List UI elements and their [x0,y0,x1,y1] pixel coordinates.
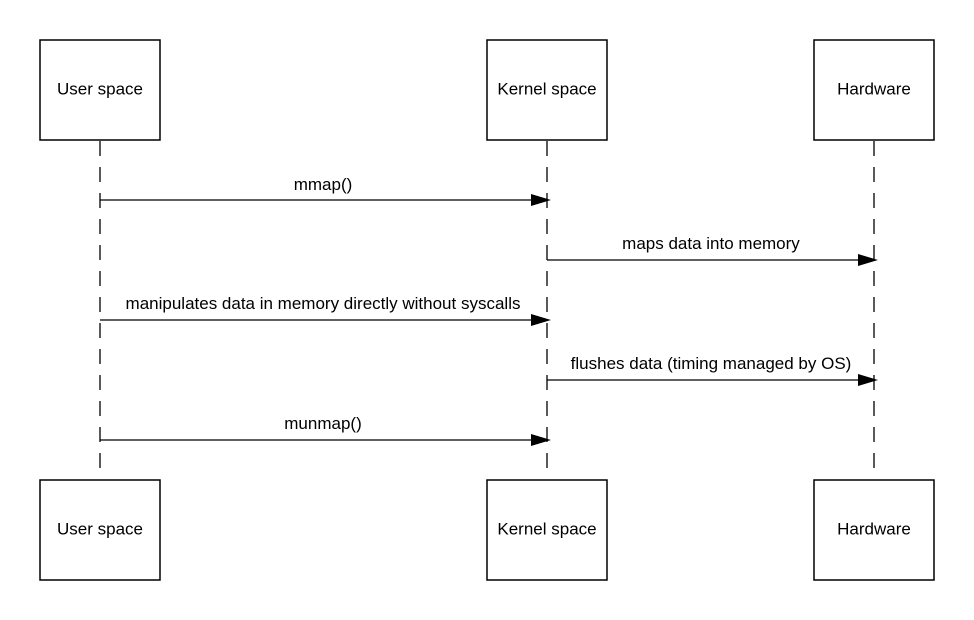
participant-bottom-kernel-label: Kernel space [497,519,596,538]
participant-top-kernel-label: Kernel space [497,79,596,98]
participant-bottom-hardware: Hardware [813,479,935,581]
message-flushes-data-label: flushes data (timing managed by OS) [571,354,852,373]
participant-bottom-hardware-label: Hardware [837,519,911,538]
participant-top-hardware: Hardware [813,39,935,141]
participant-bottom-user-label: User space [57,519,143,538]
message-manipulates-data: manipulates data in memory directly with… [100,294,551,326]
participant-top-hardware-label: Hardware [837,79,911,98]
message-flushes-data: flushes data (timing managed by OS) [547,354,878,386]
message-manipulates-data-label: manipulates data in memory directly with… [126,294,521,313]
message-flushes-data-arrowhead [858,374,878,386]
message-munmap: munmap() [100,414,551,446]
participant-bottom-user: User space [39,479,161,581]
message-mmap-label: mmap() [294,175,353,194]
participant-bottom-kernel: Kernel space [486,479,608,581]
message-maps-data-label: maps data into memory [622,234,800,253]
message-mmap: mmap() [100,175,551,206]
participant-top-user-label: User space [57,79,143,98]
message-mmap-arrowhead [531,194,551,206]
participant-top-kernel: Kernel space [486,39,608,141]
message-munmap-label: munmap() [284,414,361,433]
message-maps-data: maps data into memory [547,234,878,266]
message-manipulates-data-arrowhead [531,314,551,326]
message-maps-data-arrowhead [858,254,878,266]
message-munmap-arrowhead [531,434,551,446]
participant-top-user: User space [39,39,161,141]
